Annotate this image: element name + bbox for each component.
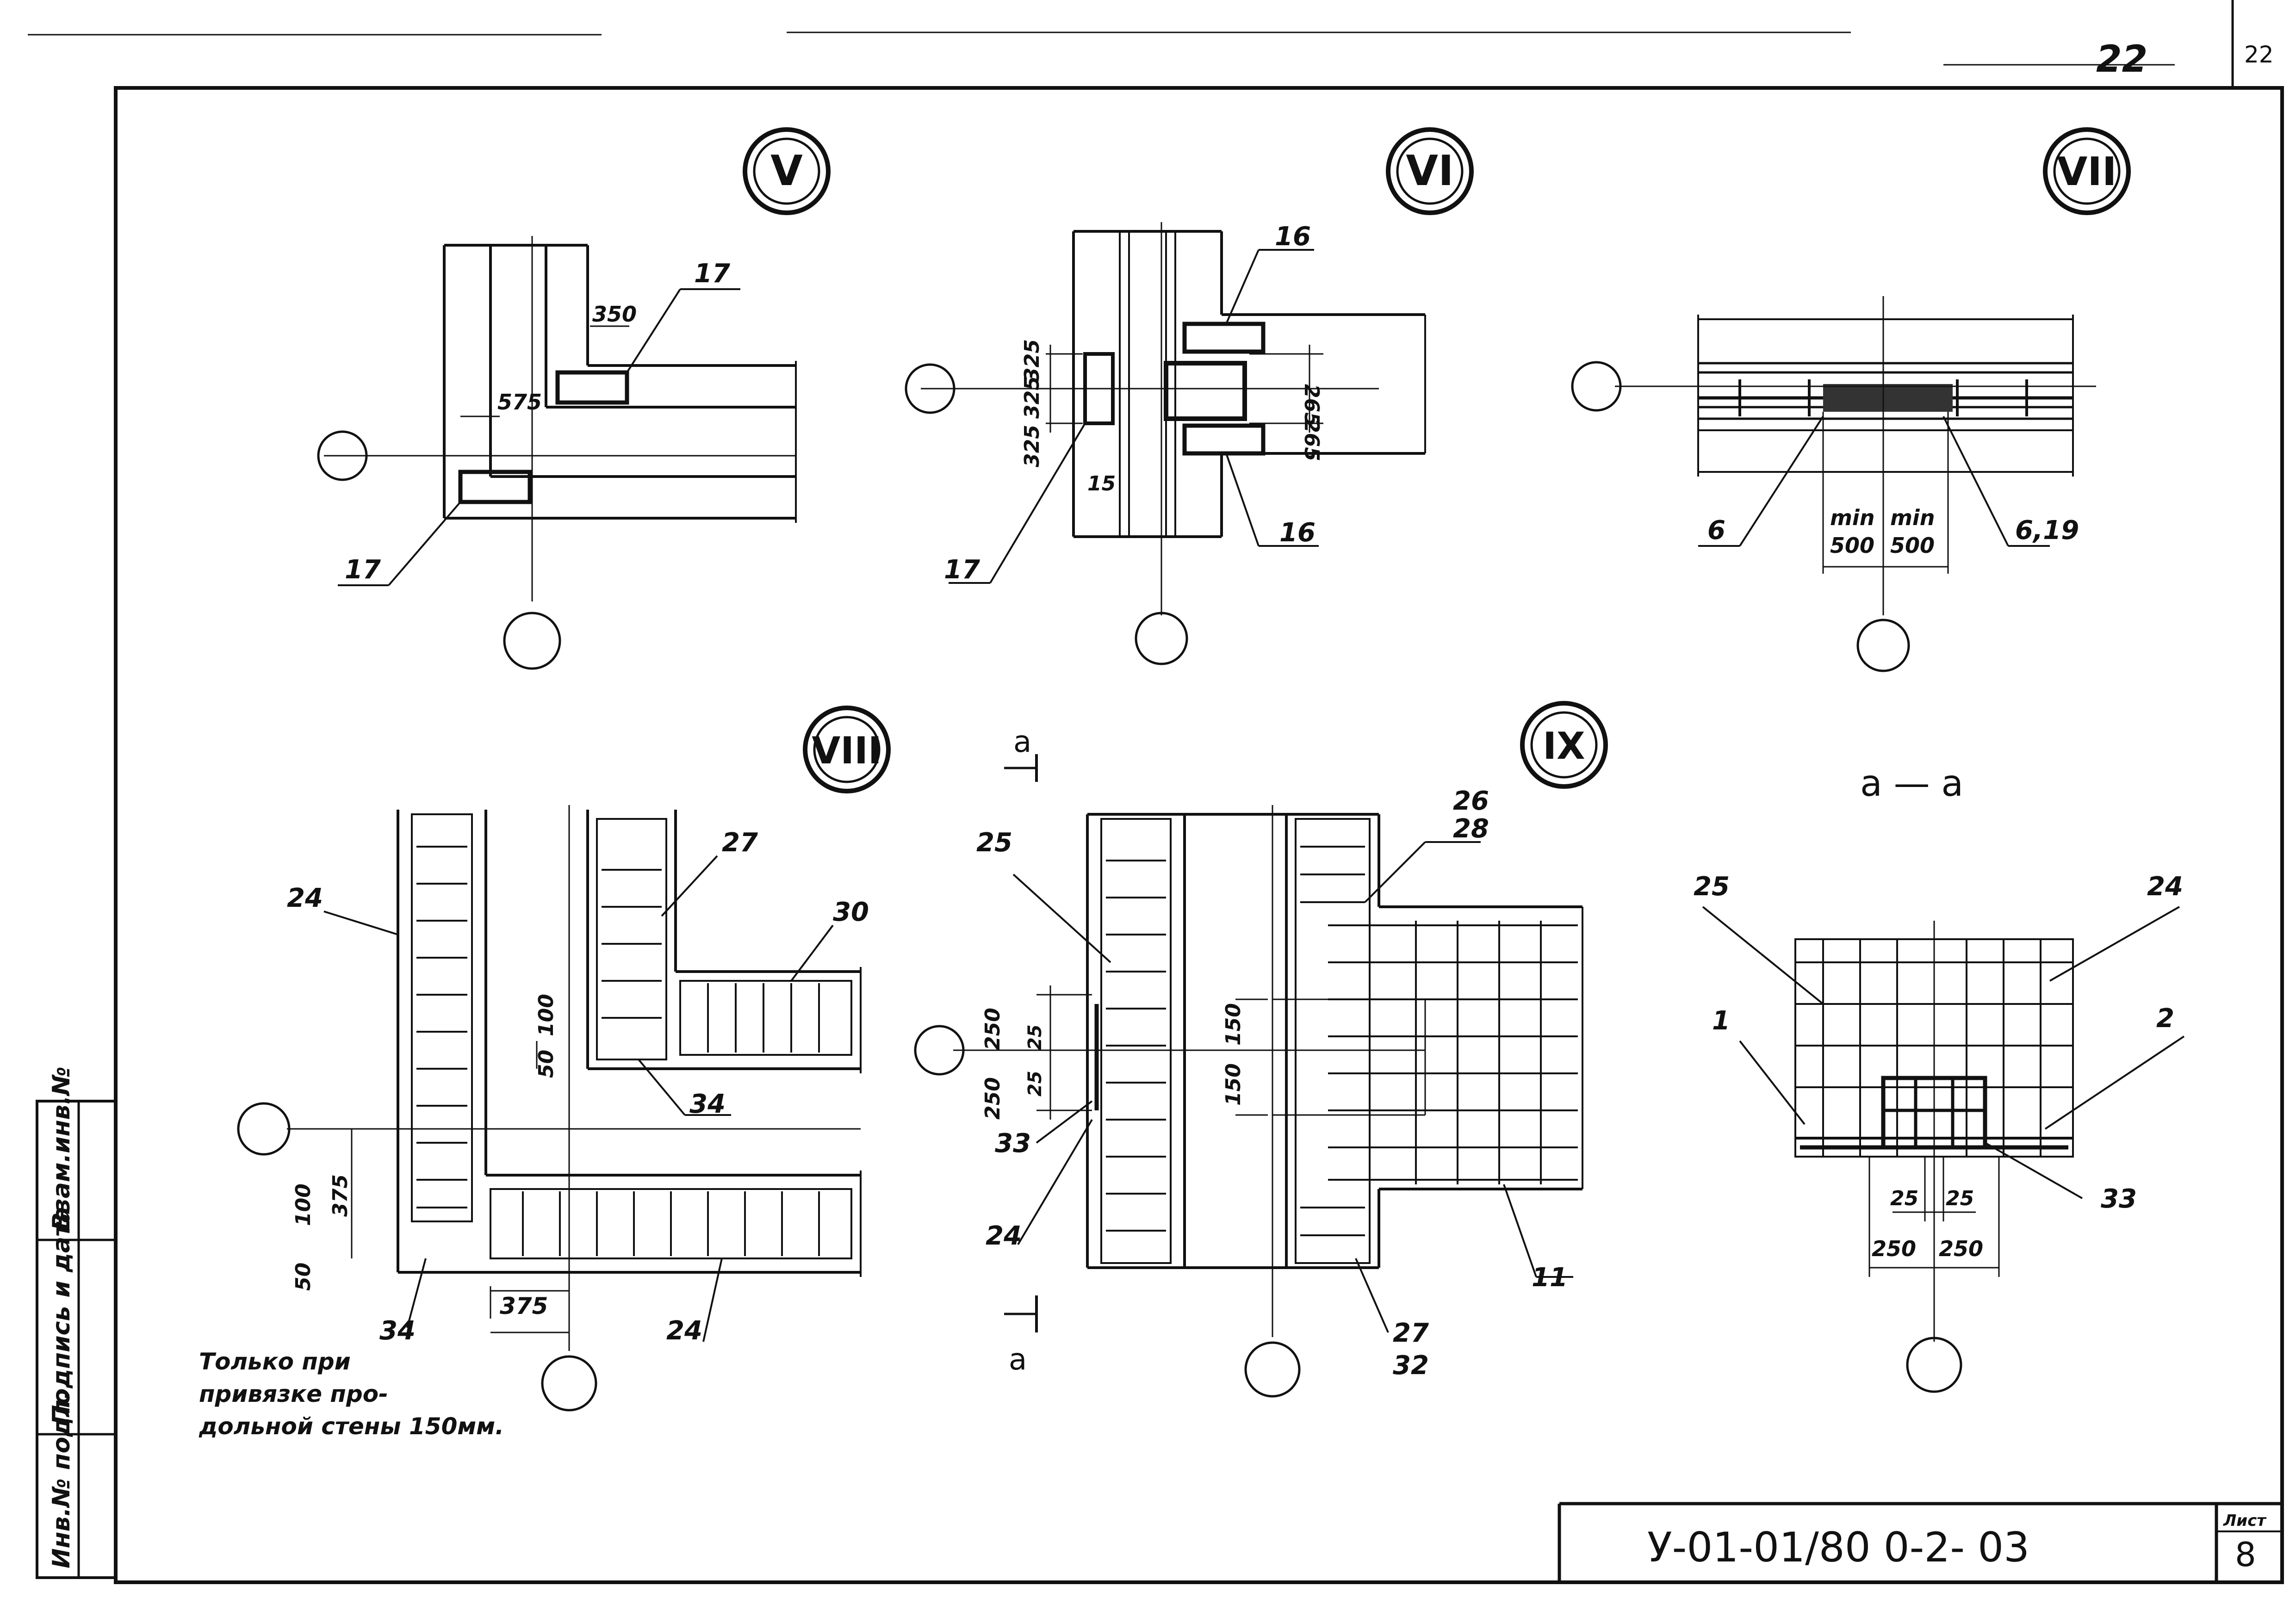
detail-vii-dim-500-left: 500 — [1830, 533, 1874, 558]
section-aa-dim-25-left: 25 — [1890, 1187, 1918, 1210]
detail-viii-mark-27: 27 — [722, 828, 758, 858]
detail-vi-badge — [1386, 127, 1474, 215]
detail-vii-dim-500-right: 500 — [1890, 533, 1935, 558]
page-number-side: 22 — [2244, 41, 2274, 68]
detail-ix-section-mark-top: а — [1013, 725, 1031, 759]
detail-viii-dim-50-bottom: 50 — [292, 1263, 315, 1291]
detail-vi-dim-325-b: 325 — [1020, 376, 1044, 419]
detail-vii-dim-min-left: min — [1830, 505, 1874, 530]
detail-ix-dim-150-top: 150 — [1222, 1003, 1245, 1046]
detail-viii-mark-34-left: 34 — [379, 1316, 416, 1346]
detail-v-mark-17-top: 17 — [694, 259, 730, 289]
section-aa-dim-250-right: 250 — [1939, 1236, 1983, 1261]
section-aa — [1702, 906, 2185, 1393]
detail-vi-dim-265-top: 265 — [1300, 384, 1323, 427]
section-aa-mark-1: 1 — [1712, 1006, 1730, 1036]
detail-ix-badge — [1520, 701, 1608, 789]
detail-ix-dim-25-top: 25 — [1024, 1024, 1046, 1050]
section-aa-mark-25: 25 — [1694, 872, 1730, 902]
detail-vii — [1571, 127, 2131, 672]
page-number: 22 — [2096, 37, 2147, 81]
detail-ix-dim-25-bottom: 25 — [1024, 1071, 1046, 1096]
detail-viii-dim-100-bottom: 100 — [292, 1183, 315, 1226]
detail-viii-dim-375-horiz: 375 — [500, 1293, 548, 1319]
section-aa-dim-250-left: 250 — [1872, 1236, 1916, 1261]
stamp-label-inv: Инв.№ подл. — [48, 1391, 75, 1568]
detail-vi — [905, 127, 1474, 665]
detail-vi-dim-265-bottom: 265 — [1300, 419, 1323, 461]
detail-ix-mark-11: 11 — [1532, 1263, 1568, 1293]
detail-viii-dim-50-top: 50 — [534, 1050, 558, 1078]
detail-vii-badge — [2043, 127, 2131, 215]
detail-viii-badge — [803, 706, 891, 793]
detail-vii-mark-6: 6 — [1707, 515, 1725, 545]
detail-ix-section-mark-bottom: а — [1009, 1343, 1027, 1377]
detail-vii-numeral: VII — [2057, 149, 2116, 195]
stamp-label-sign: Подпись и дата — [48, 1207, 75, 1425]
detail-viii-note-line-3: дольной стены 150мм. — [199, 1413, 504, 1440]
detail-v-dim-350: 350 — [592, 302, 637, 327]
detail-v-mark-17-bottom: 17 — [345, 555, 381, 585]
detail-vii-dim-min-right: min — [1890, 505, 1935, 530]
detail-ix-mark-25: 25 — [976, 828, 1012, 858]
section-aa-mark-33: 33 — [2101, 1184, 2137, 1214]
detail-viii-numeral: VIII — [812, 729, 881, 772]
detail-v-dim-575: 575 — [497, 390, 542, 415]
detail-ix-mark-33: 33 — [995, 1128, 1031, 1158]
detail-viii-note-line-1: Только при — [199, 1348, 351, 1375]
detail-ix — [914, 701, 1608, 1398]
detail-vii-mark-6-19: 6,19 — [2015, 515, 2079, 545]
detail-viii-mark-34-right: 34 — [689, 1089, 726, 1119]
detail-v — [317, 127, 831, 670]
sheet-frame — [28, 0, 2284, 1584]
detail-vi-mark-17: 17 — [944, 555, 980, 585]
detail-viii-mark-24-bottom: 24 — [666, 1316, 702, 1346]
detail-viii-note-line-2: привязке про- — [199, 1381, 388, 1407]
section-aa-dim-25-right: 25 — [1946, 1187, 1974, 1210]
detail-viii — [237, 706, 891, 1412]
sheet-label: Лист — [2223, 1511, 2267, 1530]
section-aa-title: а — а — [1860, 763, 1963, 805]
detail-vi-numeral: VI — [1406, 147, 1453, 195]
section-aa-mark-24: 24 — [2147, 872, 2183, 902]
detail-viii-mark-30: 30 — [833, 897, 869, 927]
detail-vi-dim-15: 15 — [1087, 472, 1116, 496]
sheet-number: 8 — [2235, 1535, 2256, 1574]
detail-vi-mark-16-top: 16 — [1275, 222, 1311, 252]
stamp-label-replace: Взам.инв.№ — [48, 1066, 75, 1231]
detail-ix-mark-28: 28 — [1453, 814, 1489, 844]
detail-ix-mark-26: 26 — [1453, 786, 1489, 816]
detail-viii-mark-24-left: 24 — [287, 883, 323, 913]
detail-v-badge — [743, 127, 831, 215]
detail-vi-mark-16-bottom: 16 — [1279, 518, 1316, 548]
detail-vi-dim-325-c: 325 — [1020, 425, 1044, 467]
detail-ix-mark-32: 32 — [1393, 1350, 1429, 1381]
detail-viii-dim-100-top: 100 — [534, 994, 558, 1036]
detail-ix-numeral: IX — [1543, 725, 1585, 768]
detail-ix-mark-27: 27 — [1393, 1318, 1429, 1348]
detail-v-numeral: V — [770, 147, 803, 195]
detail-ix-dim-250-bottom: 250 — [981, 1077, 1005, 1120]
left-stamp — [36, 1100, 117, 1579]
detail-ix-dim-250-top: 250 — [981, 1008, 1005, 1050]
drawing-designation: У-01-01/80 0-2- 03 — [1647, 1524, 2029, 1571]
section-aa-mark-2: 2 — [2156, 1004, 2174, 1034]
detail-vi-dim-325-a: 325 — [1020, 339, 1044, 382]
detail-ix-dim-150-bottom: 150 — [1222, 1063, 1245, 1106]
detail-ix-mark-24: 24 — [986, 1221, 1022, 1251]
detail-viii-dim-375-vert: 375 — [329, 1174, 352, 1217]
title-block — [1558, 1502, 2282, 1582]
